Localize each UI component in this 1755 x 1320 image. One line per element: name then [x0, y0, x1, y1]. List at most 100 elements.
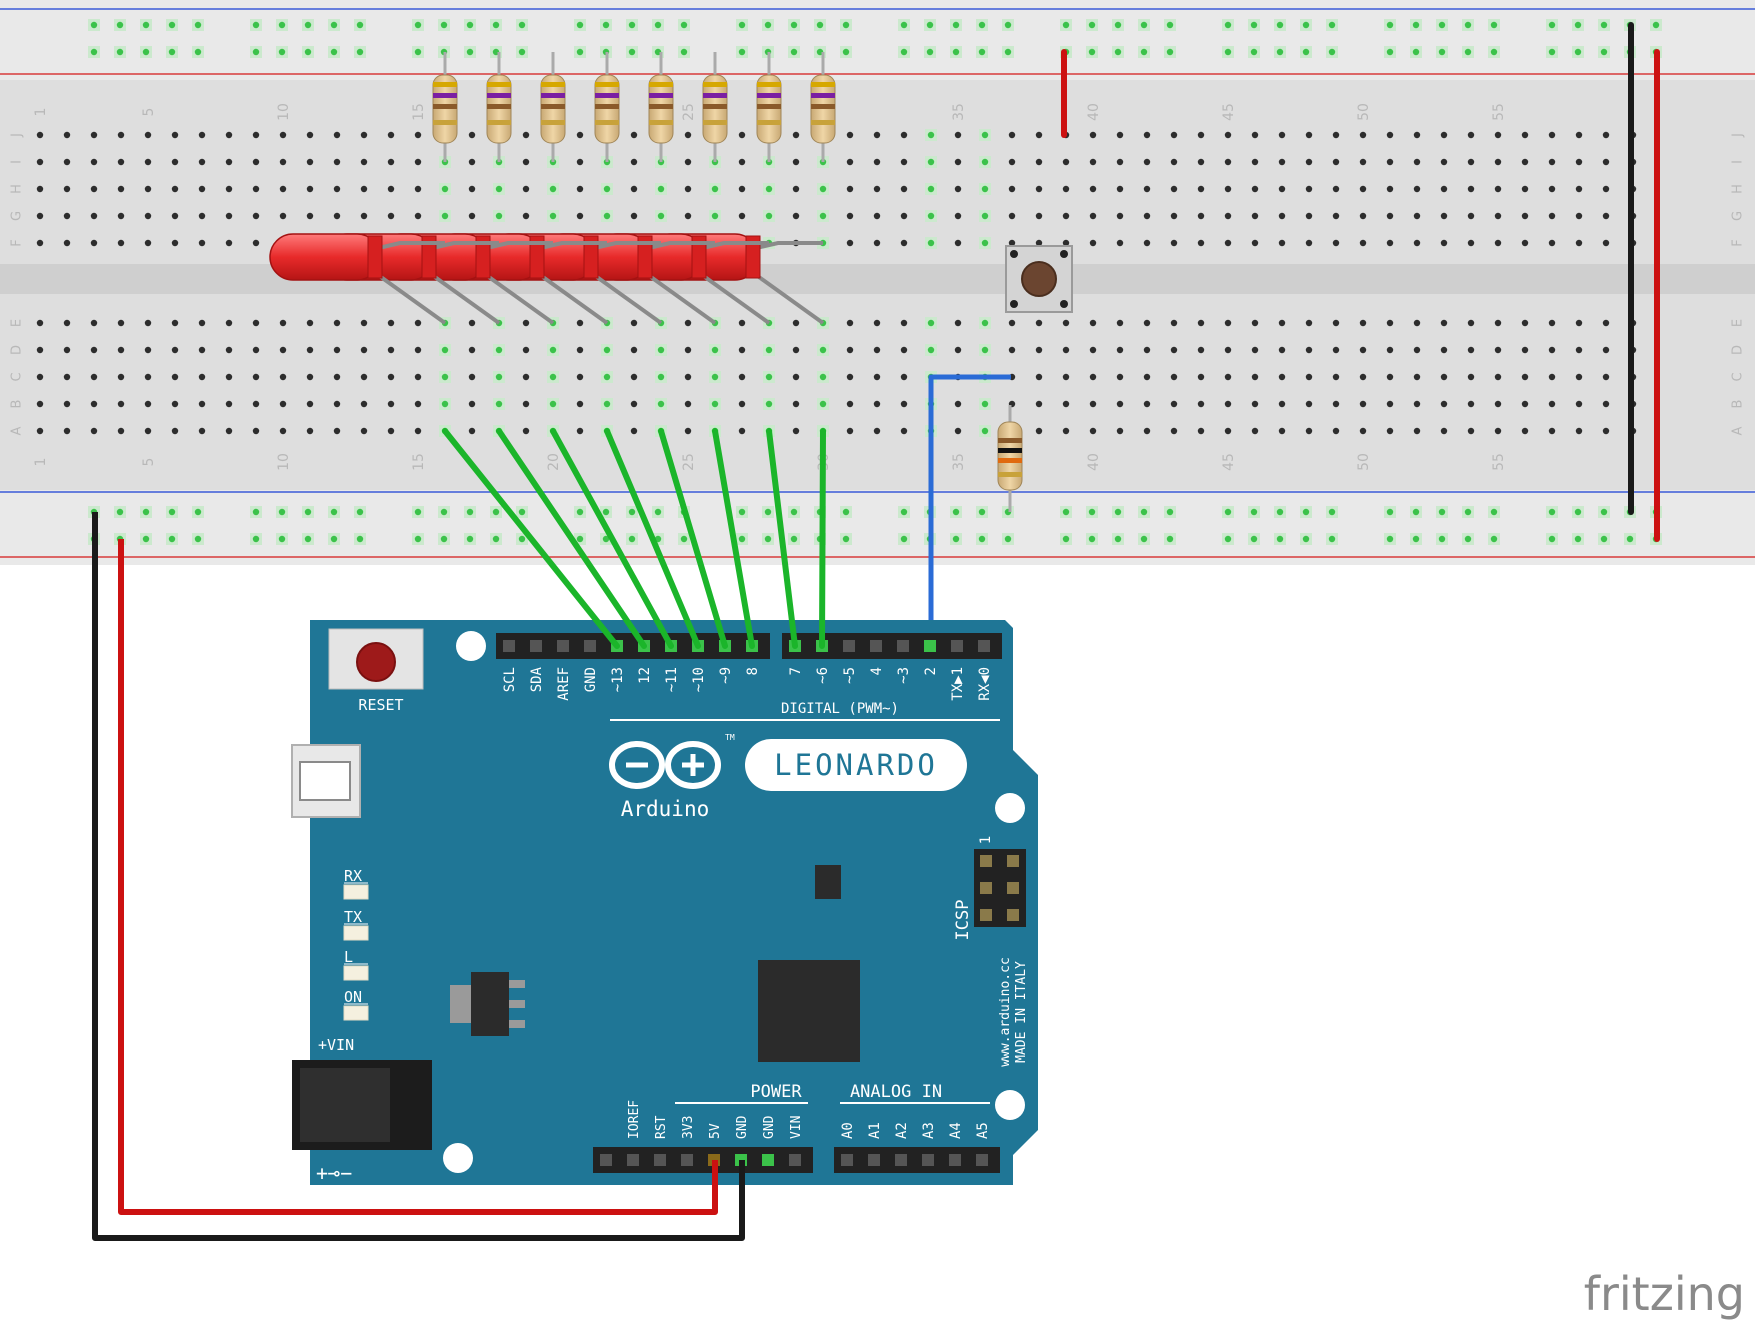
breadboard-hole[interactable] [1413, 158, 1421, 166]
breadboard-hole[interactable] [468, 346, 476, 354]
breadboard-hole[interactable] [981, 400, 989, 408]
breadboard-hole[interactable] [819, 400, 827, 408]
breadboard-hole[interactable] [1224, 427, 1232, 435]
breadboard-hole[interactable] [1062, 400, 1070, 408]
rail-hole[interactable] [900, 535, 908, 543]
rail-hole[interactable] [1574, 508, 1582, 516]
rail-hole[interactable] [518, 535, 526, 543]
breadboard-hole[interactable] [171, 346, 179, 354]
breadboard-hole[interactable] [90, 427, 98, 435]
rail-hole[interactable] [116, 21, 124, 29]
breadboard-hole[interactable] [225, 131, 233, 139]
breadboard-hole[interactable] [1089, 400, 1097, 408]
breadboard-hole[interactable] [1413, 185, 1421, 193]
header-pin[interactable] [895, 1154, 907, 1166]
breadboard-hole[interactable] [1521, 400, 1529, 408]
breadboard-hole[interactable] [603, 346, 611, 354]
breadboard-hole[interactable] [630, 319, 638, 327]
breadboard-hole[interactable] [1143, 319, 1151, 327]
breadboard-hole[interactable] [576, 212, 584, 220]
breadboard-hole[interactable] [1197, 319, 1205, 327]
breadboard-hole[interactable] [1197, 346, 1205, 354]
breadboard-hole[interactable] [279, 319, 287, 327]
breadboard-hole[interactable] [954, 400, 962, 408]
breadboard-hole[interactable] [171, 131, 179, 139]
breadboard-hole[interactable] [1386, 346, 1394, 354]
breadboard-hole[interactable] [792, 131, 800, 139]
rail-hole[interactable] [952, 48, 960, 56]
rail-hole[interactable] [1140, 508, 1148, 516]
breadboard-hole[interactable] [1575, 373, 1583, 381]
rail-hole[interactable] [1548, 48, 1556, 56]
rail-hole[interactable] [440, 535, 448, 543]
rail-hole[interactable] [194, 21, 202, 29]
breadboard-hole[interactable] [1170, 185, 1178, 193]
breadboard-hole[interactable] [1386, 319, 1394, 327]
rail-hole[interactable] [330, 21, 338, 29]
breadboard-hole[interactable] [387, 346, 395, 354]
header-pin[interactable] [557, 640, 569, 652]
breadboard-hole[interactable] [630, 373, 638, 381]
breadboard-hole[interactable] [171, 185, 179, 193]
breadboard-hole[interactable] [1332, 427, 1340, 435]
breadboard-hole[interactable] [1548, 158, 1556, 166]
breadboard-hole[interactable] [1116, 131, 1124, 139]
breadboard-hole[interactable] [684, 346, 692, 354]
rail-hole[interactable] [1302, 535, 1310, 543]
rail-hole[interactable] [1464, 48, 1472, 56]
rail-hole[interactable] [1328, 48, 1336, 56]
breadboard-hole[interactable] [171, 319, 179, 327]
rail-hole[interactable] [764, 535, 772, 543]
header-pin[interactable] [762, 1154, 774, 1166]
breadboard-hole[interactable] [981, 185, 989, 193]
breadboard-hole[interactable] [549, 212, 557, 220]
breadboard-hole[interactable] [333, 212, 341, 220]
breadboard-hole[interactable] [387, 400, 395, 408]
rail-hole[interactable] [654, 508, 662, 516]
breadboard-hole[interactable] [738, 319, 746, 327]
rail-hole[interactable] [492, 508, 500, 516]
breadboard-hole[interactable] [1440, 131, 1448, 139]
breadboard-hole[interactable] [927, 158, 935, 166]
breadboard-hole[interactable] [63, 158, 71, 166]
breadboard-hole[interactable] [954, 131, 962, 139]
breadboard-hole[interactable] [738, 185, 746, 193]
breadboard-hole[interactable] [738, 400, 746, 408]
breadboard-hole[interactable] [981, 319, 989, 327]
breadboard-hole[interactable] [225, 346, 233, 354]
breadboard-hole[interactable] [819, 373, 827, 381]
breadboard-hole[interactable] [900, 158, 908, 166]
breadboard-hole[interactable] [1224, 212, 1232, 220]
breadboard-hole[interactable] [954, 212, 962, 220]
breadboard-hole[interactable] [1602, 346, 1610, 354]
rail-hole[interactable] [1166, 21, 1174, 29]
breadboard-hole[interactable] [1305, 158, 1313, 166]
rail-hole[interactable] [1302, 508, 1310, 516]
breadboard-hole[interactable] [441, 400, 449, 408]
rail-hole[interactable] [738, 508, 746, 516]
breadboard-hole[interactable] [1305, 400, 1313, 408]
breadboard-hole[interactable] [1143, 185, 1151, 193]
rail-hole[interactable] [1386, 48, 1394, 56]
breadboard-hole[interactable] [900, 319, 908, 327]
breadboard-hole[interactable] [414, 212, 422, 220]
breadboard-hole[interactable] [1143, 373, 1151, 381]
rail-hole[interactable] [1276, 535, 1284, 543]
rail-hole[interactable] [466, 21, 474, 29]
rail-hole[interactable] [576, 508, 584, 516]
breadboard-hole[interactable] [1035, 131, 1043, 139]
breadboard-hole[interactable] [225, 373, 233, 381]
breadboard-hole[interactable] [792, 427, 800, 435]
breadboard-hole[interactable] [279, 427, 287, 435]
breadboard-hole[interactable] [1143, 131, 1151, 139]
breadboard-hole[interactable] [819, 185, 827, 193]
breadboard-hole[interactable] [1170, 158, 1178, 166]
breadboard-hole[interactable] [1035, 346, 1043, 354]
breadboard-hole[interactable] [1494, 212, 1502, 220]
rail-hole[interactable] [142, 21, 150, 29]
rail-hole[interactable] [842, 48, 850, 56]
rail-hole[interactable] [466, 48, 474, 56]
breadboard-hole[interactable] [1548, 185, 1556, 193]
rail-hole[interactable] [304, 21, 312, 29]
rail-hole[interactable] [654, 21, 662, 29]
